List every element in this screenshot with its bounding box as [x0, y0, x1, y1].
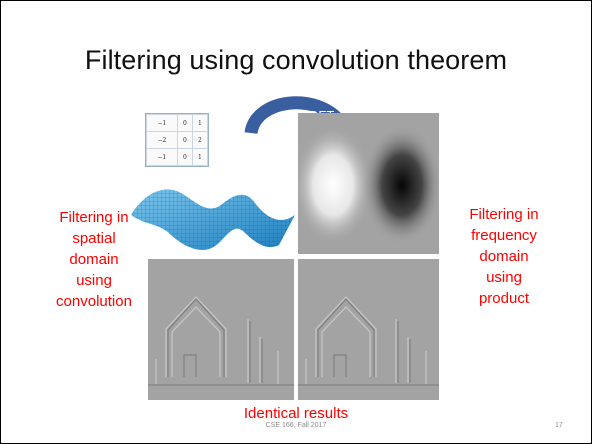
kernel-cell: 1 [191, 114, 209, 132]
kernel-cell: 0 [176, 131, 193, 149]
kernel-cell: 0 [176, 114, 193, 132]
label-line: domain [479, 248, 529, 265]
label-line: Filtering in [469, 206, 539, 223]
label-line: using [486, 269, 522, 286]
page-number: 17 [555, 422, 563, 429]
label-line: frequency [471, 227, 537, 244]
label-line: Filtering in [59, 209, 129, 226]
frequency-domain-label: Filtering in frequency domain using prod… [439, 204, 569, 309]
label-line: using [76, 272, 112, 289]
kernel-cell: −2 [146, 131, 178, 149]
frequency-result-image [298, 259, 439, 400]
slide-title: Filtering using convolution theorem [84, 45, 508, 75]
filter-surface-image [131, 189, 295, 250]
kernel-cell: −1 [146, 148, 178, 166]
spatial-domain-label: Filtering in spatial domain using convol… [29, 207, 159, 312]
kernel-cell: 1 [191, 148, 209, 166]
identical-results-label: Identical results [243, 405, 349, 422]
label-line: domain [69, 251, 119, 268]
spatial-result-image [148, 259, 294, 400]
kernel-matrix: −1 0 1 −2 0 2 −1 0 1 [145, 113, 209, 167]
slide-footer: CSE 166, Fall 2017 [265, 422, 327, 429]
label-line: spatial [72, 230, 116, 247]
label-line: product [478, 290, 530, 307]
kernel-cell: −1 [146, 114, 178, 132]
kernel-cell: 0 [176, 148, 193, 166]
frequency-response-image [298, 113, 439, 254]
label-line: convolution [56, 293, 132, 310]
kernel-cell: 2 [191, 131, 209, 149]
